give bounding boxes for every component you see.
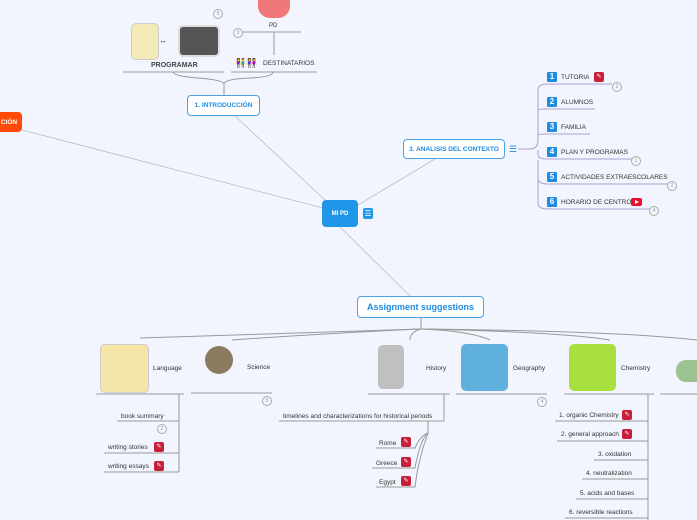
intro-label: 1. INTRODUCCIÓN	[194, 102, 253, 109]
count-badge[interactable]: 3	[233, 28, 243, 38]
attachment-icon[interactable]: ✎	[154, 442, 164, 452]
count-badge[interactable]: 5	[213, 9, 223, 19]
chemistry-flask-image	[569, 344, 616, 391]
attachment-icon[interactable]: ✎	[401, 457, 411, 467]
bacteria-image	[676, 360, 697, 382]
number-badge: 1	[547, 72, 557, 82]
attachment-icon[interactable]: ✎	[622, 410, 632, 420]
roman-soldier-image	[378, 345, 404, 389]
language-image	[100, 344, 149, 393]
count-badge[interactable]: 4	[537, 397, 547, 407]
language-item[interactable]: writing stories	[108, 444, 148, 451]
item-label: ALUMNOS	[561, 99, 594, 106]
number-badge: 4	[547, 147, 557, 157]
number-badge: 3	[547, 122, 557, 132]
number-badge: 2	[547, 97, 557, 107]
geography-label[interactable]: Geography	[513, 365, 546, 372]
attachment-icon[interactable]: ✎	[401, 437, 411, 447]
history-label[interactable]: History	[426, 365, 447, 372]
chemistry-item[interactable]: 6. reversible reactions	[569, 509, 633, 516]
attachment-icon[interactable]: ✎	[154, 461, 164, 471]
pd-label[interactable]: PD	[269, 23, 278, 29]
assignment-node[interactable]: Assignment suggestions	[357, 296, 484, 318]
monitor-image	[178, 25, 220, 57]
notes-icon[interactable]: ☰	[509, 144, 518, 154]
left-topic-label: CIÓN	[0, 118, 18, 126]
history-item[interactable]: Egypt	[379, 479, 396, 486]
number-badge: 5	[547, 172, 557, 182]
item-label: PLAN Y PROGRAMAS	[561, 149, 628, 156]
language-label[interactable]: Language	[153, 365, 182, 372]
central-node[interactable]: MI PD	[322, 200, 358, 227]
arrow-icon: ↔	[159, 36, 167, 45]
attachment-icon[interactable]: ✎	[401, 476, 411, 486]
central-label: MI PD	[331, 210, 349, 217]
count-badge[interactable]: 1	[631, 156, 641, 166]
count-badge[interactable]: 2	[157, 424, 167, 434]
history-subtopic[interactable]: timelines and characterizations for hist…	[283, 413, 433, 420]
destinatarios-label[interactable]: DESTINATARIOS	[263, 60, 315, 67]
science-label[interactable]: Science	[247, 364, 271, 371]
item-label: HORARIO DE CENTRO	[561, 199, 632, 206]
chemistry-item[interactable]: 5. acids and bases	[580, 490, 635, 497]
count-badge[interactable]: 2	[612, 82, 622, 92]
number-badge: 6	[547, 197, 557, 207]
history-item[interactable]: Rome	[379, 440, 397, 447]
item-label: FAMILIA	[561, 124, 586, 131]
europe-map-image	[461, 344, 508, 391]
globe-image	[205, 346, 233, 374]
attachment-icon[interactable]: ✎	[594, 72, 604, 82]
chemistry-item[interactable]: 4. neutralization	[586, 470, 632, 477]
chemistry-item[interactable]: 1. organic Chemistry	[559, 412, 619, 419]
chemistry-item[interactable]: 2. general approach	[561, 431, 619, 438]
mindmap-paper-image	[131, 23, 159, 60]
chemistry-item[interactable]: 3. oxidation	[598, 451, 632, 458]
language-item[interactable]: book summary	[121, 413, 164, 420]
item-label: TUTORIA	[561, 74, 590, 81]
people-icon: 👫👭	[235, 58, 258, 68]
assignment-label: Assignment suggestions	[366, 302, 474, 312]
chemistry-label[interactable]: Chemistry	[621, 365, 651, 372]
analisis-node[interactable]: 3. ANALISIS DEL CONTEXTO	[403, 139, 505, 159]
notes-icon[interactable]: ☰	[363, 208, 373, 219]
analisis-label: 3. ANALISIS DEL CONTEXTO	[409, 145, 499, 153]
language-item[interactable]: writing essays	[108, 463, 149, 470]
left-topic-node[interactable]: CIÓN	[0, 112, 22, 132]
count-badge[interactable]: 2	[667, 181, 677, 191]
count-badge[interactable]: 5	[262, 396, 272, 406]
pd-character-image	[258, 0, 290, 18]
intro-node[interactable]: 1. INTRODUCCIÓN	[187, 95, 260, 116]
history-item[interactable]: Greece	[376, 460, 398, 467]
count-badge[interactable]: 4	[649, 206, 659, 216]
programar-label[interactable]: PROGRAMAR	[151, 62, 198, 69]
attachment-icon[interactable]: ✎	[622, 429, 632, 439]
item-label: ACTIVIDADES EXTRAESCOLARES	[561, 174, 668, 181]
youtube-icon[interactable]	[631, 198, 642, 206]
